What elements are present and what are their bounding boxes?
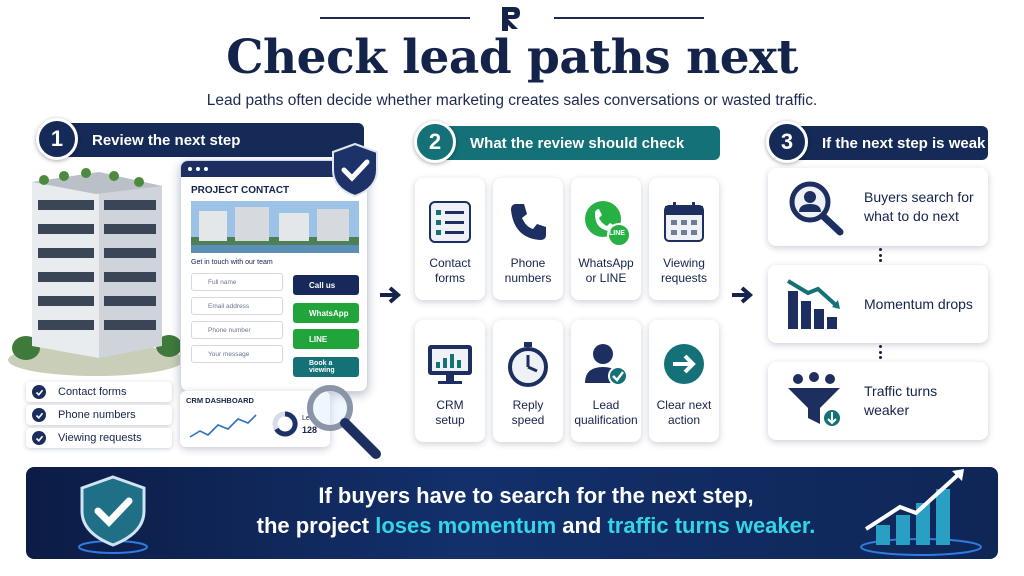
crm-trend-line bbox=[189, 414, 257, 438]
call-us-button[interactable]: Call us bbox=[293, 275, 359, 295]
step-2-number: 2 bbox=[414, 121, 456, 163]
consequence-card-traffic-weaker: Traffic turns weaker bbox=[768, 362, 988, 440]
review-card-clear-next-action: Clear next action bbox=[649, 320, 719, 442]
arrow-right-icon bbox=[380, 286, 402, 304]
shield-check-icon bbox=[332, 142, 378, 198]
calendar-icon bbox=[658, 196, 710, 248]
checkmark-icon bbox=[32, 385, 46, 399]
checklist-label: Contact forms bbox=[58, 386, 127, 398]
declining-bars-icon bbox=[786, 279, 840, 329]
brand-logo-icon bbox=[502, 7, 520, 31]
stopwatch-icon bbox=[502, 338, 554, 390]
step-1-number: 1 bbox=[36, 118, 78, 160]
banner-line-2: the project loses momentum and traffic t… bbox=[256, 513, 816, 538]
review-card-label: Lead qualification bbox=[574, 398, 638, 427]
line-button[interactable]: LINE bbox=[293, 329, 359, 349]
consequence-label: Traffic turns weaker bbox=[864, 383, 938, 418]
review-card-label: WhatsApp or LINE bbox=[578, 256, 634, 285]
review-card-whatsapp-line: LINE WhatsApp or LINE bbox=[571, 178, 641, 300]
bottom-banner: If buyers have to search for the next st… bbox=[26, 467, 998, 559]
checkmark-icon bbox=[32, 408, 46, 422]
consequence-card-momentum-drops: Momentum drops bbox=[768, 265, 988, 343]
highlight-momentum: loses momentum bbox=[375, 513, 557, 538]
checklist-item: Contact forms bbox=[26, 382, 172, 402]
crm-donut-chart bbox=[272, 411, 298, 437]
magnifier-icon bbox=[307, 385, 381, 459]
review-card-label: Phone numbers bbox=[504, 256, 552, 285]
banner-message: If buyers have to search for the next st… bbox=[226, 481, 846, 541]
page-title: Check lead paths next bbox=[226, 30, 798, 85]
checklist-item: Viewing requests bbox=[26, 428, 172, 448]
step-3-label: If the next step is weak bbox=[822, 134, 986, 152]
checklist-label: Phone numbers bbox=[58, 409, 136, 421]
crm-monitor-icon bbox=[424, 338, 476, 390]
page-subtitle: Lead paths often decide whether marketin… bbox=[206, 92, 818, 109]
step-3-pill: 3 If the next step is weak bbox=[766, 121, 988, 163]
form-intro: Get in touch with our team bbox=[191, 259, 273, 266]
review-card-crm-setup: CRM setup bbox=[415, 320, 485, 442]
step-1-pill: 1 Review the next step bbox=[36, 118, 364, 160]
message-field[interactable]: Your message bbox=[191, 345, 283, 363]
whatsapp-button[interactable]: WhatsApp bbox=[293, 303, 359, 323]
banner-line-1: If buyers have to search for the next st… bbox=[318, 483, 754, 508]
step-3-number: 3 bbox=[766, 121, 808, 163]
window-titlebar bbox=[181, 161, 367, 177]
project-contact-form: PROJECT CONTACT Get in touch with our te… bbox=[180, 160, 368, 392]
review-card-contact-forms: Contact forms bbox=[415, 178, 485, 300]
review-card-lead-qualification: Lead qualification bbox=[571, 320, 641, 442]
checklist-label: Viewing requests bbox=[58, 432, 142, 444]
line-badge: LINE bbox=[609, 230, 625, 237]
consequence-label: Momentum drops bbox=[864, 295, 973, 312]
review-card-label: Clear next action bbox=[656, 398, 712, 427]
form-list-icon bbox=[424, 196, 476, 248]
magnifier-person-icon bbox=[789, 181, 844, 236]
review-card-label: Reply speed bbox=[511, 398, 545, 427]
form-title: PROJECT CONTACT bbox=[191, 185, 290, 196]
full-name-field[interactable]: Full name bbox=[191, 273, 283, 291]
arrow-right-icon bbox=[732, 286, 754, 304]
growth-bars-icon bbox=[860, 469, 982, 556]
book-viewing-button[interactable]: Book a viewing bbox=[293, 357, 359, 377]
consequence-card-buyers-search: Buyers search for what to do next bbox=[768, 168, 988, 246]
review-card-label: Viewing requests bbox=[660, 256, 708, 285]
crm-stat-value: 128 bbox=[302, 425, 318, 435]
apartment-building-illustration bbox=[8, 168, 184, 376]
review-card-phone-numbers: Phone numbers bbox=[493, 178, 563, 300]
step-1-label: Review the next step bbox=[92, 131, 241, 149]
arrow-circle-icon bbox=[658, 338, 710, 390]
highlight-traffic: traffic turns weaker. bbox=[607, 513, 816, 538]
review-card-label: Contact forms bbox=[429, 256, 471, 285]
person-check-icon bbox=[580, 338, 632, 390]
header-rule-left bbox=[320, 17, 470, 19]
shield-check-icon bbox=[78, 475, 148, 554]
phone-icon bbox=[502, 196, 554, 248]
funnel-icon bbox=[788, 372, 842, 428]
project-photo bbox=[191, 201, 359, 253]
email-field[interactable]: Email address bbox=[191, 297, 283, 315]
checklist-item: Phone numbers bbox=[26, 405, 172, 425]
review-card-reply-speed: Reply speed bbox=[493, 320, 563, 442]
crm-dashboard-card: CRM DASHBOARD Lea 128 bbox=[180, 391, 330, 447]
crm-stat-label: Lea bbox=[302, 415, 314, 422]
consequence-label: Buyers search for what to do next bbox=[864, 189, 974, 224]
review-card-viewing-requests: Viewing requests bbox=[649, 178, 719, 300]
phone-field[interactable]: Phone number bbox=[191, 321, 283, 339]
step-2-label: What the review should check bbox=[470, 134, 685, 152]
whatsapp-line-icon: LINE bbox=[580, 196, 632, 248]
step-2-pill: 2 What the review should check bbox=[414, 121, 720, 163]
crm-title: CRM DASHBOARD bbox=[186, 396, 254, 405]
review-card-label: CRM setup bbox=[435, 398, 465, 427]
connector-dots bbox=[877, 248, 883, 262]
connector-dots bbox=[877, 345, 883, 359]
header-rule-right bbox=[554, 17, 704, 19]
checkmark-icon bbox=[32, 431, 46, 445]
